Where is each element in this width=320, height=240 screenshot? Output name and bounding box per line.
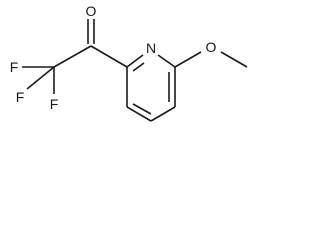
atom-label-layer: O F F F N O: [10, 3, 217, 112]
atom-fluorine-bottom: F: [50, 96, 59, 112]
bond-c-f-bottom-left: [26, 66, 55, 90]
atom-fluorine-left: F: [10, 59, 19, 75]
atom-nitrogen-ring: N: [146, 40, 156, 56]
bond-n-c6: [157, 54, 176, 68]
bond-layer: [22, 19, 248, 122]
bond-o-ch3: [220, 51, 248, 68]
atom-oxygen-carbonyl: O: [86, 3, 97, 19]
bond-c4-c3-inner: [132, 103, 152, 115]
atom-oxygen-methoxy: O: [206, 39, 217, 55]
bond-c4-c3: [126, 106, 152, 122]
molecule-diagram: O F F F N O: [0, 0, 254, 134]
structure-canvas: O F F F N O: [10, 3, 248, 122]
bond-c2-n: [126, 54, 144, 68]
bond-c6-o: [174, 51, 202, 68]
bond-c5-c4: [150, 106, 176, 122]
atom-fluorine-bottom-left: F: [16, 89, 25, 105]
bond-carbonyl-ring: [90, 45, 128, 68]
bond-carbonyl-cf3: [53, 45, 92, 68]
bond-c2-n-inner: [132, 62, 145, 72]
